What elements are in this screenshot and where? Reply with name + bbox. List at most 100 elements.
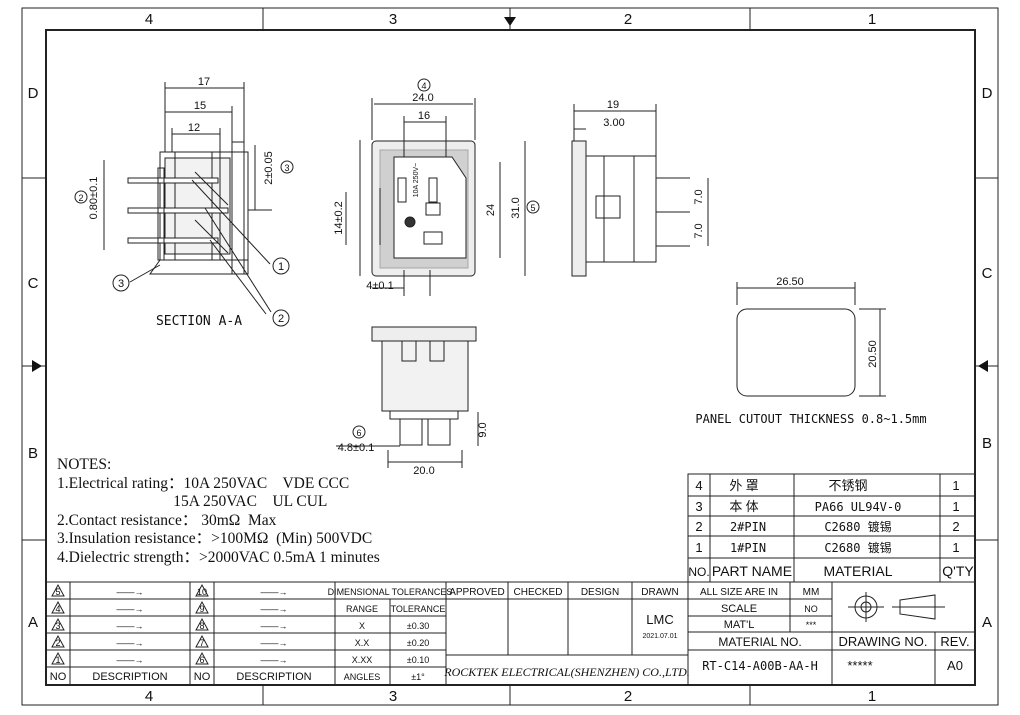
drawing-no-label: DRAWING NO.	[838, 634, 927, 649]
bom-table	[687, 473, 976, 583]
note-line: 15A 250VAC UL CUL	[57, 493, 328, 511]
rev-arrow: ——→	[261, 621, 288, 631]
rev-arrow: ——→	[117, 587, 144, 597]
rev-arrow: ——→	[261, 587, 288, 597]
bom-part: 2#PIN	[730, 520, 766, 534]
bom-qty: 1	[952, 478, 959, 493]
bom-material: PA66 UL94V-0	[815, 500, 902, 514]
tol-value: ±0.30	[407, 621, 429, 631]
title-block-lines	[46, 581, 975, 685]
dim-31: 31.0	[510, 197, 522, 218]
dim-48: 4.8±0.1	[338, 442, 375, 454]
drawn-date: 2021.07.01	[642, 633, 677, 640]
zone-labels: 4 3 2 1 4 3 2 1 D C B A D C B A	[28, 11, 993, 705]
dim-3: 3.00	[603, 117, 624, 129]
dim-7b: 7.0	[693, 223, 705, 238]
design-label: DESIGN	[581, 587, 619, 598]
side-flange	[571, 140, 587, 277]
bom-material: 不锈钢	[828, 478, 867, 493]
company-name: ROCKTEK ELECTRICAL(SHENZHEN) CO.,LTD.	[443, 665, 689, 679]
rev-no: 2	[55, 638, 60, 648]
section-caption: SECTION A-A	[156, 314, 242, 329]
bom-material: C2680 镀锡	[824, 519, 891, 534]
front-dim-text: 4 5 24.0 16 14±0.2 24 31.0 4±0.1 10A 250…	[333, 81, 536, 292]
revision-text: 5 4 3 2 1 10 9 8 7 6 ——→ ——→ ——→ ——→ ——→…	[50, 587, 312, 683]
bom-part: 外 罩	[729, 478, 758, 493]
col-label: 2	[624, 11, 632, 28]
rev-no: 8	[199, 621, 204, 631]
dim-15: 15	[194, 100, 206, 112]
bom-no: 2	[695, 519, 702, 534]
cutout-width: 26.50	[776, 276, 804, 288]
drawn-by: LMC	[646, 612, 673, 627]
rev-no: 5	[55, 587, 60, 597]
tol-range: X	[359, 621, 365, 631]
inner-border	[45, 29, 976, 686]
dim-4: 4±0.1	[366, 280, 393, 292]
tol-value: ±1°	[411, 672, 425, 682]
balloon-2-small: 2	[78, 193, 83, 203]
row-label: B	[982, 435, 992, 452]
rev-arrow: ——→	[261, 655, 288, 665]
section-dim-text: 17 15 12 2±0.05 0.80±0.1 1 2 3 2 3	[78, 76, 289, 325]
rev-arrow: ——→	[117, 655, 144, 665]
dim-2: 2±0.05	[263, 151, 275, 185]
rev-head-no: NO	[194, 671, 211, 683]
rev-label: REV.	[940, 634, 969, 649]
projection-symbol	[848, 592, 945, 622]
row-label: A	[982, 614, 992, 631]
section-housing	[159, 151, 249, 261]
balloon-6: 6	[356, 428, 361, 438]
bottom-flange	[371, 326, 477, 342]
rev-head-desc: DESCRIPTION	[92, 671, 167, 683]
rev-arrow: ——→	[117, 638, 144, 648]
side-view	[571, 104, 709, 277]
zone-ticks	[22, 8, 998, 705]
rev-no: 6	[199, 655, 204, 665]
rev-arrow: ——→	[261, 604, 288, 614]
dim-20: 20.0	[413, 465, 434, 477]
rev-arrow: ——→	[117, 621, 144, 631]
bom-part: 本 体	[729, 499, 758, 514]
rev-no: 1	[55, 655, 60, 665]
rev-arrow: ——→	[117, 604, 144, 614]
units-label: ALL SIZE ARE IN	[700, 587, 778, 598]
rev-arrow: ——→	[261, 638, 288, 648]
tol-value: ±0.10	[407, 655, 429, 665]
dim-17: 17	[198, 76, 210, 88]
mat-label: MAT'L	[724, 619, 755, 631]
rev-value: A0	[947, 658, 963, 673]
center-mark-top	[504, 17, 516, 26]
bottom-view	[336, 326, 479, 468]
balloon-3-small: 3	[284, 163, 289, 173]
row-label: C	[28, 275, 39, 292]
revision-triangles	[51, 583, 209, 665]
rev-no: 3	[55, 621, 60, 631]
rating-marking: 10A 250V~	[413, 163, 420, 197]
cutout-caption: PANEL CUTOUT THICKNESS 0.8~1.5mm	[695, 412, 926, 426]
dim-24: 24.0	[412, 92, 433, 104]
dim-14: 14±0.2	[333, 201, 345, 235]
side-dim-text: 19 3.00 7.0 7.0	[603, 99, 705, 239]
material-no-label: MATERIAL NO.	[718, 635, 801, 649]
note-line: 4.Dielectric strength：>2000VAC 0.5mA 1 m…	[57, 548, 380, 566]
note-line: 1.Electrical rating：10A 250VAC VDE CCC	[57, 474, 350, 492]
balloon-4: 4	[421, 81, 426, 91]
bom-qty: 2	[952, 519, 959, 534]
tol-head-range: RANGE	[346, 604, 378, 614]
col-label: 1	[868, 11, 876, 28]
bom-part: 1#PIN	[730, 541, 766, 555]
panel-cutout	[736, 282, 886, 397]
units: MM	[803, 587, 820, 598]
row-label: D	[982, 85, 993, 102]
rev-no: 7	[199, 638, 204, 648]
title-block-text: ALL SIZE ARE IN MM SCALE NO MAT'L *** MA…	[700, 587, 970, 673]
cutout-height: 20.50	[867, 340, 879, 368]
bom-no: 4	[695, 478, 702, 493]
row-label: B	[28, 445, 38, 462]
col-label: 2	[624, 688, 632, 705]
bom-qty: 1	[952, 499, 959, 514]
material-no: RT-C14-A00B-AA-H	[702, 659, 818, 673]
bom-no: 3	[695, 499, 702, 514]
